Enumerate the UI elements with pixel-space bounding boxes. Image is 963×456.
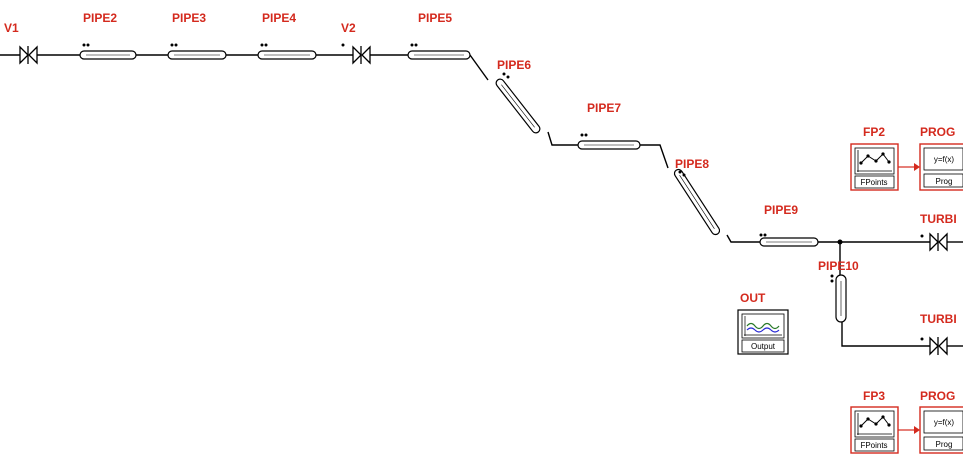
pipe-pipe3[interactable]: PIPE3	[167, 11, 227, 60]
arrow-fp3-to-prog	[898, 426, 920, 434]
fpoints-block-fp3[interactable]: FP3 FPoints	[850, 389, 899, 454]
valve-icon	[19, 45, 29, 65]
valve-v2[interactable]: V2	[341, 21, 371, 65]
pipe-pipe2[interactable]: PIPE2	[79, 11, 137, 60]
pipe-pipe6[interactable]: PIPE6	[495, 58, 542, 134]
turbine-label: TURBI	[920, 312, 957, 326]
turbine-valve-2[interactable]: TURBI	[920, 312, 963, 356]
pipe-pipe8[interactable]: PIPE8	[673, 157, 721, 236]
block-caption: Output	[751, 342, 776, 351]
pipe-pipe4[interactable]: PIPE4	[257, 11, 317, 60]
block-label: PROG	[920, 125, 955, 139]
pipe-label: PIPE10	[818, 259, 859, 273]
valve-icon	[929, 232, 939, 252]
pipe-label: PIPE8	[675, 157, 709, 171]
block-caption: FPoints	[860, 441, 887, 450]
turbine-valve-1[interactable]: TURBI	[920, 212, 963, 252]
block-label: OUT	[740, 291, 766, 305]
fpoints-block-fp2[interactable]: FP2 FPoints	[850, 125, 899, 191]
block-caption: Prog	[936, 440, 953, 449]
valve-icon	[929, 336, 939, 356]
connection-wires	[0, 54, 930, 347]
valve-icon	[352, 45, 362, 65]
valve-v1[interactable]: V1	[4, 21, 38, 65]
valve-label: V2	[341, 21, 356, 35]
block-label: PROG	[920, 389, 955, 403]
pipe-label: PIPE9	[764, 203, 798, 217]
pipe-label: PIPE3	[172, 11, 206, 25]
pipe-pipe9[interactable]: PIPE9	[759, 203, 819, 247]
block-caption: Prog	[936, 177, 953, 186]
pipe-label: PIPE7	[587, 101, 621, 115]
function-points-icon	[857, 413, 892, 435]
pipe-label: PIPE6	[497, 58, 531, 72]
formula-icon: y=f(x)	[934, 418, 955, 427]
function-points-icon	[857, 150, 892, 172]
pipe-label: PIPE5	[418, 11, 452, 25]
pipe-label: PIPE4	[262, 11, 296, 25]
block-label: FP2	[863, 125, 885, 139]
junction-dot	[837, 239, 843, 245]
block-label: FP3	[863, 389, 885, 403]
pipe-label: PIPE2	[83, 11, 117, 25]
output-wave-icon	[744, 316, 782, 336]
pipe-pipe7[interactable]: PIPE7	[577, 101, 641, 150]
formula-icon: y=f(x)	[934, 155, 955, 164]
turbine-label: TURBI	[920, 212, 957, 226]
arrow-fp2-to-prog	[898, 163, 920, 171]
output-block-out[interactable]: OUT Output	[737, 291, 789, 355]
block-caption: FPoints	[860, 178, 887, 187]
valve-label: V1	[4, 21, 19, 35]
prog-block-2[interactable]: PROG y=f(x) Prog	[919, 389, 963, 454]
pipe-pipe5[interactable]: PIPE5	[407, 11, 471, 60]
pipe-pipe10[interactable]: PIPE10	[818, 259, 859, 323]
prog-block-1[interactable]: PROG y=f(x) Prog	[919, 125, 963, 191]
